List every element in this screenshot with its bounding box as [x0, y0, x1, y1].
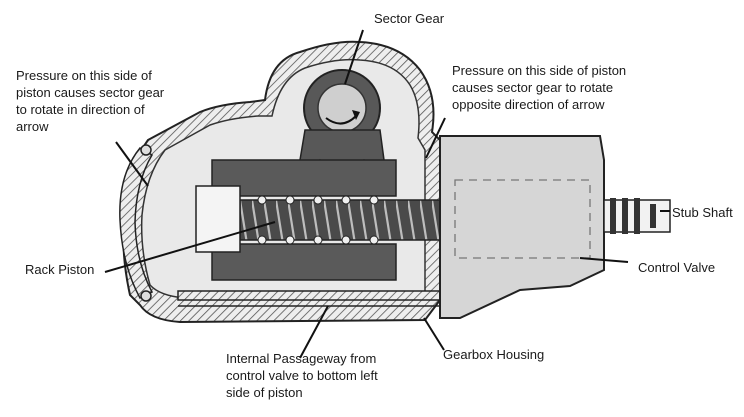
pressure-right-line-1: Pressure on this side of piston	[452, 63, 627, 78]
internal-passageway	[177, 290, 441, 301]
passageway-line-3: side of piston	[226, 385, 303, 400]
pressure-left-line-4: arrow	[16, 119, 49, 134]
control-valve-body	[439, 135, 605, 319]
label-pressure-left: Pressure on this side of piston causes s…	[16, 67, 164, 135]
leader-sector-gear	[344, 29, 364, 85]
sector-gear	[299, 69, 385, 174]
label-stub-shaft: Stub Shaft	[672, 205, 733, 220]
rack-piston-upper-block	[211, 159, 397, 197]
piston-threaded-shaft	[239, 199, 441, 241]
cap-bolt-bottom	[140, 290, 152, 302]
label-internal-passageway: Internal Passageway from control valve t…	[226, 350, 378, 401]
leader-control-valve	[579, 257, 629, 263]
rotation-arrow-icon	[325, 115, 357, 125]
pressure-left-line-2: piston causes sector gear	[16, 85, 165, 100]
pressure-right-line-2: causes sector gear to rotate	[452, 80, 614, 95]
leader-pressure-right	[425, 117, 446, 159]
pressure-right-line-3: opposite direction of arrow	[452, 97, 605, 112]
label-control-valve: Control Valve	[638, 260, 716, 275]
rack-piston-lower-block	[211, 243, 397, 281]
label-pressure-right: Pressure on this side of piston causes s…	[452, 62, 626, 113]
leader-pressure-left	[115, 141, 149, 187]
pressure-left-line-3: to rotate in direction of	[16, 102, 145, 117]
leader-gearbox-housing	[423, 317, 445, 351]
pressure-left-line-1: Pressure on this side of	[16, 68, 152, 83]
piston-left-collar	[195, 185, 241, 253]
sector-gear-bore	[317, 83, 367, 133]
leader-internal-passageway	[299, 305, 329, 359]
label-sector-gear: Sector Gear	[374, 11, 445, 26]
passageway-line-1: Internal Passageway from	[226, 351, 377, 366]
leader-rack-piston	[104, 221, 276, 273]
rack-piston	[195, 159, 441, 281]
passageway-line-2: control valve to bottom left	[226, 368, 378, 383]
leader-lines	[104, 29, 670, 359]
cap-bolt-top	[140, 144, 152, 156]
label-gearbox-housing: Gearbox Housing	[443, 347, 545, 362]
label-rack-piston: Rack Piston	[25, 262, 95, 277]
control-valve	[439, 135, 671, 319]
